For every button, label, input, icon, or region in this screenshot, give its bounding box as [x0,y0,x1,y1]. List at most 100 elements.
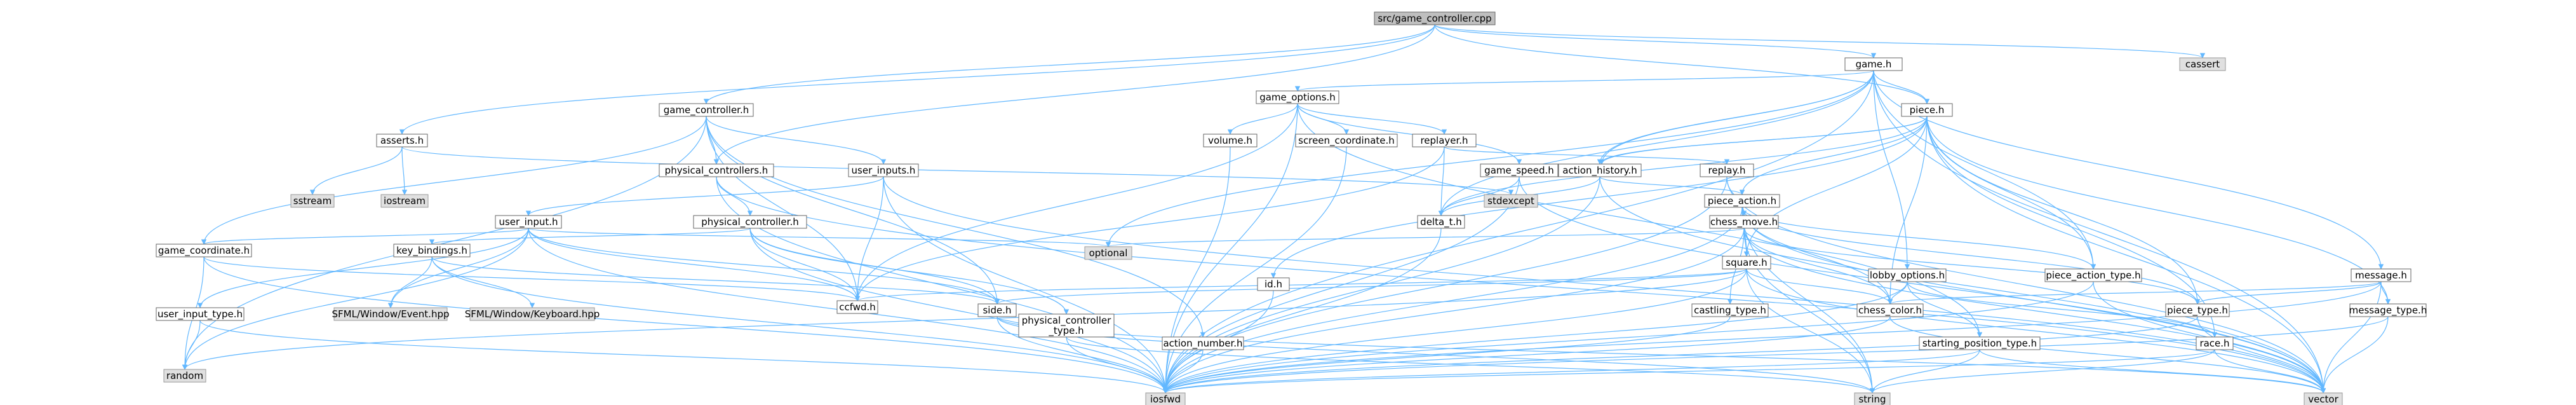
node-label: chess_color.h [1858,305,1922,317]
node-starting-position-type-h[interactable]: starting_position_type.h [1919,336,2041,350]
edge-square_h-to-iosfwd [1162,268,1747,394]
node-user-input-type-h[interactable]: user_input_type.h [156,307,245,321]
node-label: message.h [2355,270,2407,281]
node-physical-controller-h[interactable]: physical_controller.h [693,215,807,229]
node-iosfwd[interactable]: iosfwd [1145,392,1186,405]
node-iostream[interactable]: iostream [380,194,429,208]
node-screen-coordinate-h[interactable]: screen_coordinate.h [1295,134,1398,148]
node-chess-move-h[interactable]: chess_move.h [1709,215,1779,229]
node-label: key_bindings.h [396,245,467,257]
edge-asserts_h-to-iostream [401,146,408,195]
node-label: piece_action_type.h [2046,270,2140,282]
edges-layer [182,24,2391,394]
node-game-controller-cpp[interactable]: src/game_controller.cpp [1374,11,1496,25]
node-key-bindings-h[interactable]: key_bindings.h [393,244,471,257]
node-label: game_options.h [1259,92,1336,104]
node-castling-type-h[interactable]: castling_type.h [1691,303,1769,317]
node-string[interactable]: string [1854,392,1891,405]
node-game-speed-h[interactable]: game_speed.h [1480,163,1559,177]
node-label: SFML/Window/Keyboard.hpp [465,308,600,320]
node-replayer-h[interactable]: replayer.h [1412,134,1477,148]
edge-game_controller_h-to-ccfwd_h [706,116,861,301]
edge-game_controller_cpp-to-piece_h [1434,24,1930,104]
edge-physical_controllers_h-to-vector [716,176,2326,394]
node-physical-controllers-h[interactable]: physical_controllers.h [659,163,774,177]
edge-game_h-to-piece_h [1873,70,1930,104]
edge-replayer_h-to-ccfwd_h [854,146,1445,301]
edge-piece_type_h-to-vector [2197,316,2326,394]
node-square-h[interactable]: square.h [1722,256,1771,270]
node-race-h[interactable]: race.h [2196,336,2234,350]
node-label: piece_action.h [1708,195,1776,207]
node-game-coordinate-h[interactable]: game_coordinate.h [156,244,252,257]
node-user-input-h[interactable]: user_input.h [495,215,562,229]
node-piece-type-h[interactable]: piece_type.h [2165,303,2230,317]
edge-game_h-to-lobby_options_h [1873,70,1910,270]
edge-game_coordinate_h-to-ccfwd_h [203,256,860,301]
node-asserts-h[interactable]: asserts.h [376,134,428,148]
edge-game_h-to-optional [1105,70,1874,247]
edge-physical_controller_h-to-iosfwd [749,228,1169,394]
edge-chess_color_h-to-vector [1889,316,2326,394]
node-id-h[interactable]: id.h [1257,277,1290,291]
node-volume-h[interactable]: volume.h [1203,134,1258,148]
node-label: screen_coordinate.h [1298,135,1395,147]
node-game-h[interactable]: game.h [1844,57,1903,71]
edge-message_h-to-message_type_h [2380,281,2391,305]
edge-physical_controller_type_h-to-iosfwd [1066,336,1169,394]
node-label: sstream [293,195,332,207]
node-label: replayer.h [1420,135,1468,146]
node-piece-h[interactable]: piece.h [1901,103,1953,117]
edge-message_type_h-to-iosfwd [1163,316,2389,394]
edge-user_inputs_h-to-ccfwd_h [854,176,884,301]
edge-user_input_h-to-random [182,228,529,370]
node-label: volume.h [1208,135,1252,146]
edge-side_h-to-vector [996,316,2326,394]
edge-game_options_h-to-starting_position_type_h [1297,103,1983,338]
node-message-h[interactable]: message.h [2351,268,2412,282]
node-game-options-h[interactable]: game_options.h [1256,90,1339,104]
node-random[interactable]: random [163,369,206,383]
node-stdexcept[interactable]: stdexcept [1484,194,1538,208]
edge-castling_type_h-to-iosfwd [1162,316,1731,394]
node-chess-color-h[interactable]: chess_color.h [1856,303,1924,317]
edge-piece_h-to-id_h [1270,116,1928,278]
node-vector[interactable]: vector [2304,392,2343,405]
node-action-number-h[interactable]: action_number.h [1162,336,1244,350]
edge-user_input_type_h-to-iosfwd [199,320,1168,394]
node-label: user_inputs.h [852,165,916,177]
edge-game_options_h-to-ccfwd_h [854,103,1298,301]
edge-game_controller_h-to-game_coordinate_h [201,116,707,245]
edge-game_controller_cpp-to-asserts_h [399,24,1435,135]
edge-game_h-to-vector [1873,70,2326,394]
node-action-history-h[interactable]: action_history.h [1558,163,1642,177]
edge-message_type_h-to-vector [2320,316,2389,394]
node-piece-action-h[interactable]: piece_action.h [1704,194,1780,208]
node-lobby-options-h[interactable]: lobby_options.h [1868,268,1947,282]
edge-message_h-to-piece_type_h [2194,281,2382,305]
node-label: action_number.h [1163,338,1242,350]
node-cassert[interactable]: cassert [2179,57,2226,71]
node-message-type-h[interactable]: message_type.h [2349,303,2427,317]
node-sfml-keyboard[interactable]: SFML/Window/Keyboard.hpp [465,307,600,321]
node-label: piece_type.h [2167,305,2228,317]
node-sstream[interactable]: sstream [290,194,335,208]
edge-race_h-to-vector [2214,349,2326,394]
node-user-inputs-h[interactable]: user_inputs.h [848,163,919,177]
node-optional[interactable]: optional [1084,246,1132,260]
node-label: iostream [384,195,426,207]
node-ccfwd-h[interactable]: ccfwd.h [836,300,878,314]
node-physical-controller-type-h[interactable]: physical_controller_type.h [1018,313,1115,338]
node-piece-action-type-h[interactable]: piece_action_type.h [2044,268,2142,282]
edge-key_bindings_h-to-side_h [431,256,1000,305]
node-label: user_input_type.h [158,308,243,320]
edge-user_input_h-to-optional [528,228,1111,247]
node-side-h[interactable]: side.h [977,303,1017,317]
node-game-controller-h[interactable]: game_controller.h [659,103,754,117]
node-replay-h[interactable]: replay.h [1700,163,1754,177]
node-delta-t-h[interactable]: delta_t.h [1417,215,1465,229]
edge-physical_controller_h-to-ccfwd_h [749,228,861,301]
node-label: stdexcept [1487,195,1534,207]
node-sfml-event[interactable]: SFML/Window/Event.hpp [332,307,450,321]
